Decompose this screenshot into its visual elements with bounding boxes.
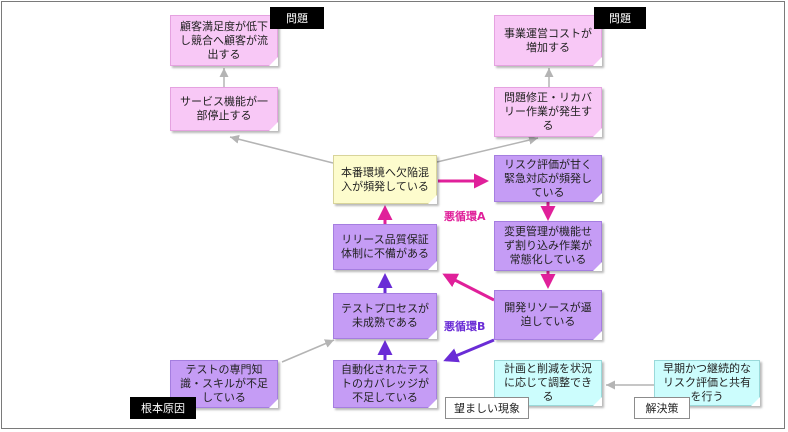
arrow-dev-to-auto [443, 338, 495, 363]
node-test-process-text: テストプロセスが未成熟である [341, 302, 429, 329]
loop-b-label: 悪循環B [444, 320, 486, 333]
node-fix-work: 問題修正・リカバリー作業が発生する [494, 87, 602, 137]
arrow-prod-to-fix [436, 135, 539, 163]
tag-problem-left: 問題 [270, 7, 324, 29]
node-test-automation: 自動化されたテストのカバレッジが不足している [333, 360, 437, 408]
node-release-qa-text: リリース品質保証体制に不備がある [341, 233, 429, 260]
node-release-qa: リリース品質保証体制に不備がある [333, 224, 437, 270]
node-plan-adjust: 計画と削減を状況に応じて調整できる [494, 360, 602, 406]
node-dev-resources: 開発リソースが逼迫している [494, 290, 602, 340]
tag-root-cause: 根本原因 [130, 397, 196, 419]
arrow-prod-to-service [229, 134, 334, 164]
arrow-skill-to-process [281, 339, 335, 363]
node-service-stop: サービス機能が一部停止する [170, 87, 278, 131]
node-test-automation-text: 自動化されたテストのカバレッジが不足している [341, 363, 429, 404]
node-change-mgmt: 変更管理が機能せず割り込み作業が常態化している [494, 221, 602, 271]
node-prod-defects-text: 本番環境へ欠陥混入が頻発している [341, 165, 429, 193]
node-dev-resources-text: 開発リソースが逼迫している [504, 301, 592, 328]
node-cost-increase: 事業運営コストが増加する [494, 15, 602, 66]
node-change-mgmt-text: 変更管理が機能せず割り込み作業が常態化している [504, 225, 592, 266]
node-risk-assessment-text: リスク評価が甘く緊急対応が頻発している [504, 157, 592, 199]
node-customer-churn: 顧客満足度が低下し競合へ顧客が流出する [170, 15, 278, 66]
tag-problem-right: 問題 [594, 7, 646, 29]
node-customer-churn-text: 顧客満足度が低下し競合へ顧客が流出する [180, 19, 268, 61]
node-plan-adjust-text: 計画と削減を状況に応じて調整できる [504, 362, 592, 403]
arrow-dev-to-release [442, 273, 495, 302]
node-test-skills-text: テストの専門知識・スキルが不足している [180, 363, 268, 404]
tag-solution: 解決策 [634, 397, 690, 419]
node-cost-increase-text: 事業運営コストが増加する [504, 26, 592, 54]
node-test-process: テストプロセスが未成熟である [333, 293, 437, 339]
node-service-stop-text: サービス機能が一部停止する [180, 95, 268, 122]
node-fix-work-text: 問題修正・リカバリー作業が発生する [504, 91, 592, 132]
node-prod-defects: 本番環境へ欠陥混入が頻発している [333, 155, 437, 204]
tag-desired-phenomenon: 望ましい現象 [445, 397, 529, 419]
node-risk-sharing-text: 早期かつ継続的なリスク評価と共有を行う [663, 362, 751, 403]
node-risk-assessment: リスク評価が甘く緊急対応が頻発している [494, 155, 602, 202]
loop-a-label: 悪循環A [444, 210, 486, 223]
